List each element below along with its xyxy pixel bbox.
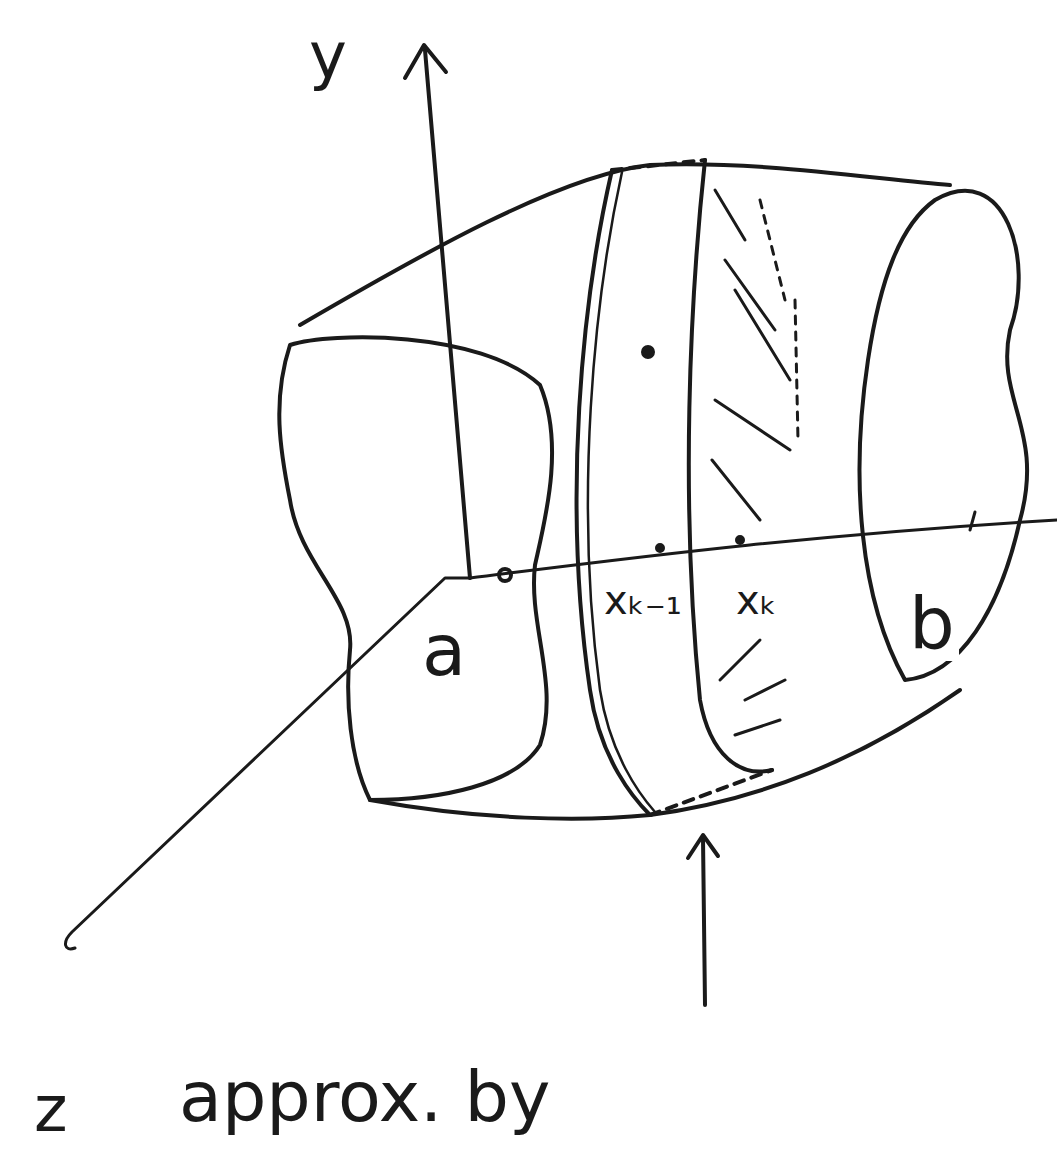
left-end-cap — [279, 337, 552, 800]
endpoint-label: a — [418, 612, 470, 688]
hatch-line — [745, 680, 785, 700]
solid-top-outline — [300, 164, 950, 325]
slab-right-edge — [689, 160, 772, 772]
slab-left-edge-double — [588, 172, 655, 812]
y-axis — [425, 50, 470, 578]
sample-point — [643, 347, 653, 357]
slab-bottom-edge — [650, 770, 772, 815]
axis-tick — [737, 537, 743, 543]
y-axis-arrowhead — [405, 45, 446, 78]
slice-hatching — [712, 190, 798, 735]
endpoint-label: b — [905, 585, 959, 661]
partition-label: xₖ₋₁ — [600, 578, 686, 622]
hatch-line — [715, 400, 790, 450]
origin-point — [499, 569, 511, 581]
solid-bottom-outline — [370, 690, 960, 819]
hatch-line — [760, 200, 785, 300]
hatch-line — [795, 300, 798, 440]
z-axis — [66, 578, 470, 949]
x-axis-tick — [970, 512, 975, 530]
partition-label: xₖ — [732, 578, 781, 622]
hatch-line — [720, 640, 760, 680]
hatch-line — [715, 190, 745, 240]
pointer-arrow — [703, 838, 705, 1005]
axis-tick — [657, 545, 663, 551]
axis-label: y — [305, 22, 351, 90]
hatch-line — [725, 260, 775, 330]
hatch-line — [735, 720, 780, 735]
right-end-cap — [860, 191, 1028, 680]
hatch-line — [735, 290, 790, 380]
pointer-arrowhead — [688, 835, 718, 858]
axis-label: z — [30, 1075, 72, 1143]
hatch-line — [712, 460, 760, 520]
slab-top-edge — [612, 160, 705, 170]
annotation-text: approx. by — [175, 1060, 554, 1134]
